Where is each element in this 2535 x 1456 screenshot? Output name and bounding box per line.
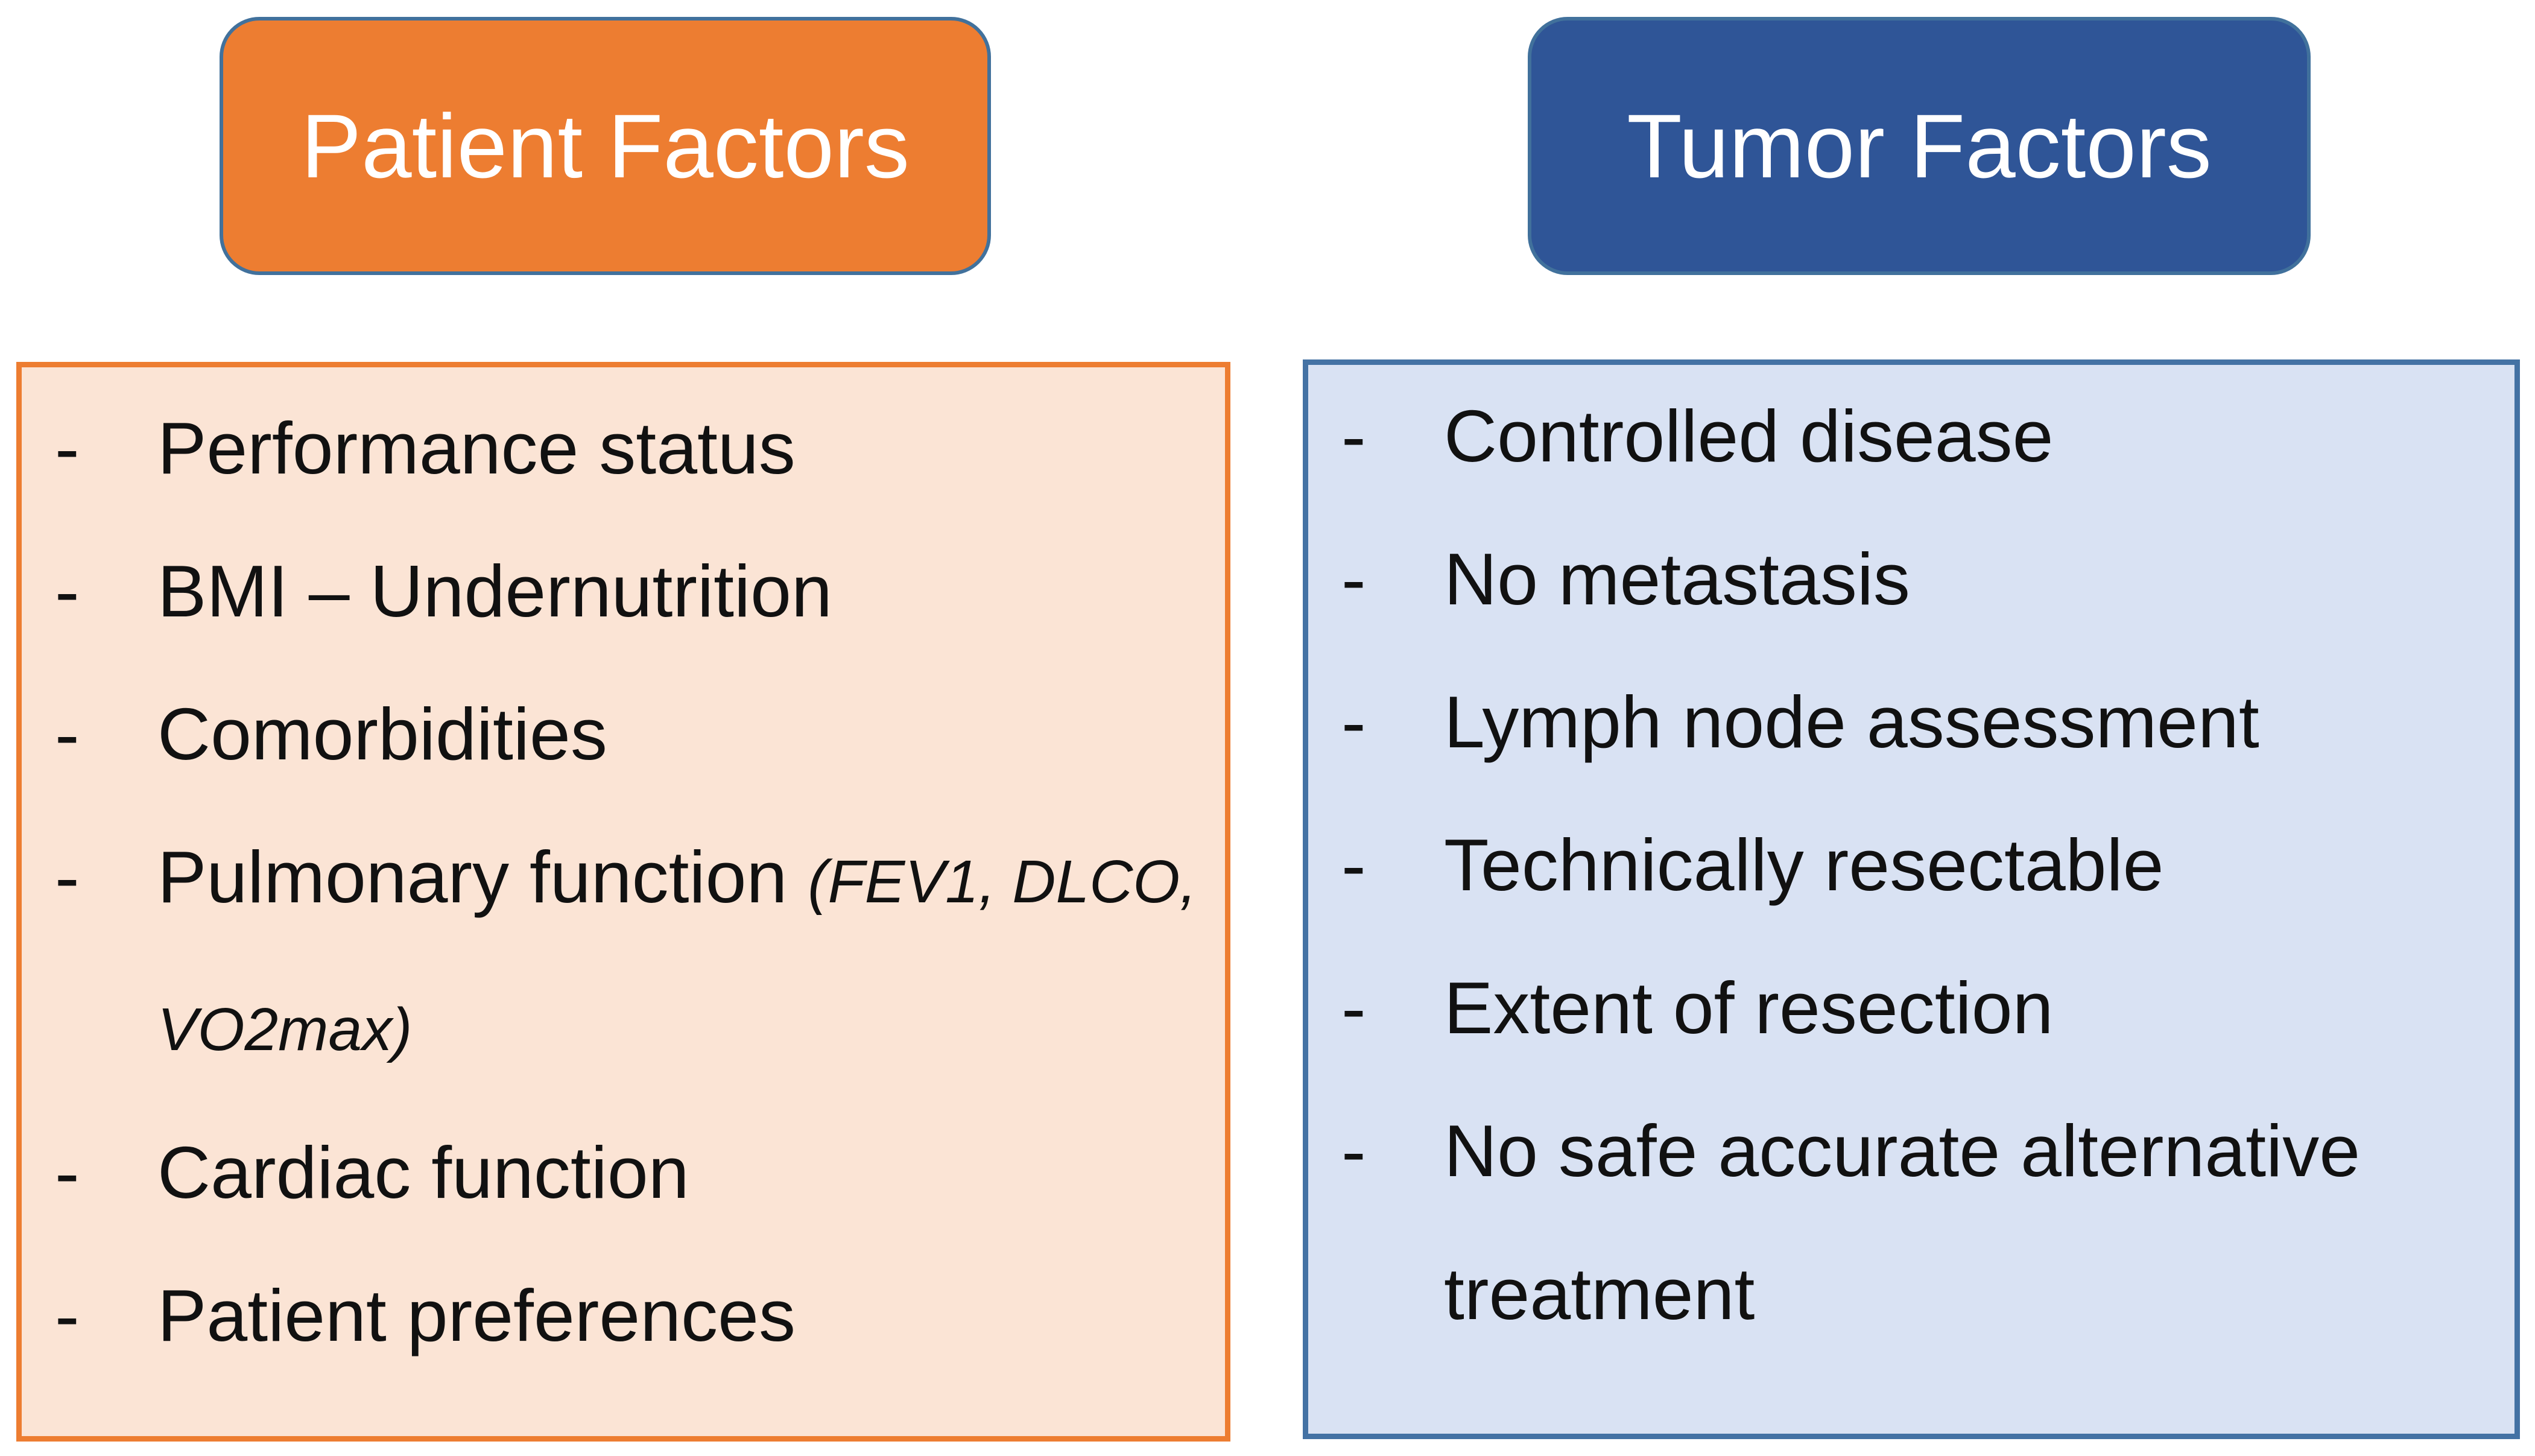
list-item-continuation: treatment <box>1308 1223 2514 1366</box>
item-text: Extent of resection <box>1444 967 2054 1049</box>
tumor-factors-header: Tumor Factors <box>1528 17 2311 275</box>
dash-bullet: - <box>1341 824 1366 906</box>
item-note: VO2max) <box>157 996 413 1063</box>
item-text: Pulmonary function <box>157 836 808 918</box>
list-item: - Comorbidities <box>22 663 1225 806</box>
list-item: - Technically resectable <box>1308 794 2514 937</box>
list-item: - Cardiac function <box>22 1101 1225 1244</box>
patient-factors-title: Patient Factors <box>301 95 910 197</box>
item-text: Cardiac function <box>157 1132 689 1214</box>
item-text: Controlled disease <box>1444 395 2054 477</box>
list-item: - Extent of resection <box>1308 937 2514 1080</box>
item-text: treatment <box>1444 1253 1755 1335</box>
dash-bullet: - <box>55 550 80 632</box>
item-text: Performance status <box>157 407 796 489</box>
dash-bullet: - <box>1341 395 1366 477</box>
patient-factors-panel: - Performance status - BMI – Undernutrit… <box>16 362 1230 1442</box>
list-item: - No metastasis <box>1308 508 2514 651</box>
tumor-factors-title: Tumor Factors <box>1627 95 2212 197</box>
list-item: - Lymph node assessment <box>1308 651 2514 794</box>
item-text: Lymph node assessment <box>1444 681 2259 763</box>
item-text: Technically resectable <box>1444 824 2164 906</box>
dash-bullet: - <box>55 1274 80 1356</box>
item-text: No metastasis <box>1444 538 1910 620</box>
dash-bullet: - <box>55 693 80 775</box>
item-text: No safe accurate alternative <box>1444 1110 2361 1192</box>
dash-bullet: - <box>1341 967 1366 1049</box>
patient-factors-list: - Performance status - BMI – Undernutrit… <box>22 367 1225 1387</box>
dash-bullet: - <box>1341 538 1366 620</box>
list-item: - No safe accurate alternative <box>1308 1080 2514 1223</box>
dash-bullet: - <box>1341 1110 1366 1192</box>
item-text: Comorbidities <box>157 693 607 775</box>
patient-factors-header: Patient Factors <box>220 17 991 275</box>
list-item: - BMI – Undernutrition <box>22 520 1225 663</box>
dash-bullet: - <box>55 1132 80 1214</box>
dash-bullet: - <box>55 836 80 918</box>
list-item: - Controlled disease <box>1308 365 2514 508</box>
list-item-continuation: VO2max) <box>22 954 1225 1101</box>
item-text: BMI – Undernutrition <box>157 550 832 632</box>
tumor-factors-list: - Controlled disease - No metastasis - L… <box>1308 365 2514 1366</box>
tumor-factors-panel: - Controlled disease - No metastasis - L… <box>1303 359 2520 1439</box>
list-item: - Patient preferences <box>22 1244 1225 1387</box>
list-item: - Pulmonary function (FEV1, DLCO, <box>22 806 1225 954</box>
item-note: (FEV1, DLCO, <box>808 848 1197 916</box>
dash-bullet: - <box>55 407 80 489</box>
dash-bullet: - <box>1341 681 1366 763</box>
item-text: Patient preferences <box>157 1274 796 1356</box>
list-item: - Performance status <box>22 377 1225 520</box>
